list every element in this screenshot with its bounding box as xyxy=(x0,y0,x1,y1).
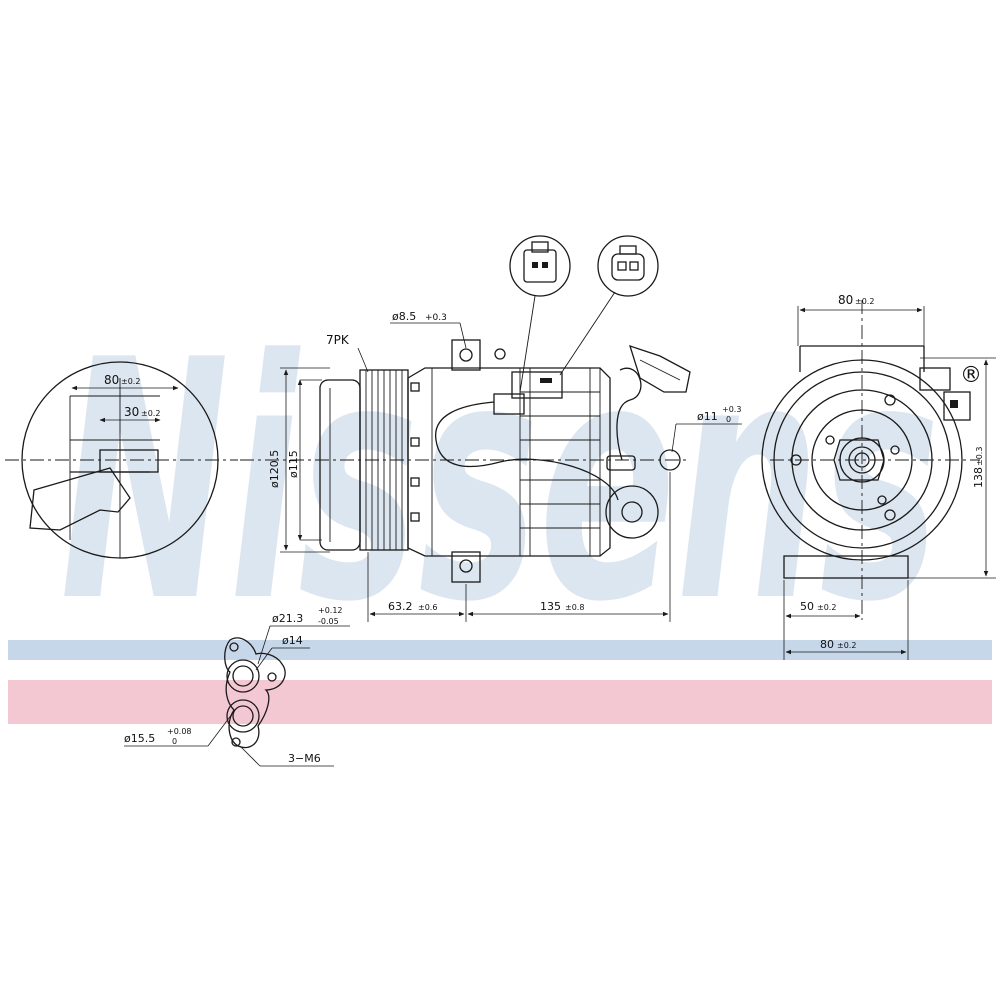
len-body-tol: ±0.8 xyxy=(565,603,584,612)
front-height-label: 138 xyxy=(972,467,985,488)
detail-dim-inner: 30 xyxy=(124,405,139,419)
front-offset-tol: ±0.2 xyxy=(817,603,836,612)
dia-hub-label: ø115 xyxy=(287,450,300,478)
watermark-band-pink xyxy=(8,680,992,724)
len-front-label: 63.2 xyxy=(388,600,413,613)
hole-mount-label: ø11 xyxy=(697,410,718,423)
belt-label: 7PK xyxy=(326,333,350,347)
front-width-bottom-label: 80 xyxy=(820,638,834,651)
hole-mount-tol-up: +0.3 xyxy=(722,405,741,414)
front-width-top-tol: ±0.2 xyxy=(855,297,874,306)
front-view-dimensions xyxy=(783,306,996,660)
pulley-grooves xyxy=(365,370,403,550)
front-width-bottom-tol: ±0.2 xyxy=(837,641,856,650)
side-view-dimensions xyxy=(280,322,742,622)
front-width-top-label: 80 xyxy=(838,293,853,307)
port-a-label: ø21.3 xyxy=(272,612,303,625)
registered-mark: ® xyxy=(960,363,982,388)
port-c-tol-up: +0.08 xyxy=(167,727,192,736)
watermark-band-blue xyxy=(8,640,992,660)
dia-pulley-label: ø120.5 xyxy=(268,450,281,488)
port-c-tol-low: 0 xyxy=(172,737,177,746)
port-a-tol-low: -0.05 xyxy=(318,617,339,626)
hole-mount-tol-low: 0 xyxy=(726,415,731,424)
connector-detail-a xyxy=(509,235,571,393)
connector-detail-b xyxy=(559,235,659,376)
detail-dim-inner-tol: ±0.2 xyxy=(141,409,160,418)
hole-small-label: ø8.5 xyxy=(392,310,416,323)
detail-dim-outer-tol: ±0.2 xyxy=(121,377,140,386)
port-a-tol-up: +0.12 xyxy=(318,606,343,615)
front-offset-label: 50 xyxy=(800,600,814,613)
detail-dim-outer: 80 xyxy=(104,373,119,387)
detail-view xyxy=(5,361,238,559)
port-flange xyxy=(124,625,350,767)
compressor-side-view xyxy=(240,339,691,583)
len-body-label: 135 xyxy=(540,600,561,613)
compressor-front-view xyxy=(761,300,980,620)
cooling-fins xyxy=(519,368,601,556)
front-height-tol: ±0.3 xyxy=(975,447,984,466)
port-c-label: ø15.5 xyxy=(124,732,155,745)
len-front-tol: ±0.6 xyxy=(418,603,437,612)
watermark-brand: Nissens xyxy=(60,290,940,674)
threads-label: 3−M6 xyxy=(288,752,321,765)
port-b-label: ø14 xyxy=(282,634,303,647)
hole-small-tol: +0.3 xyxy=(425,313,447,323)
